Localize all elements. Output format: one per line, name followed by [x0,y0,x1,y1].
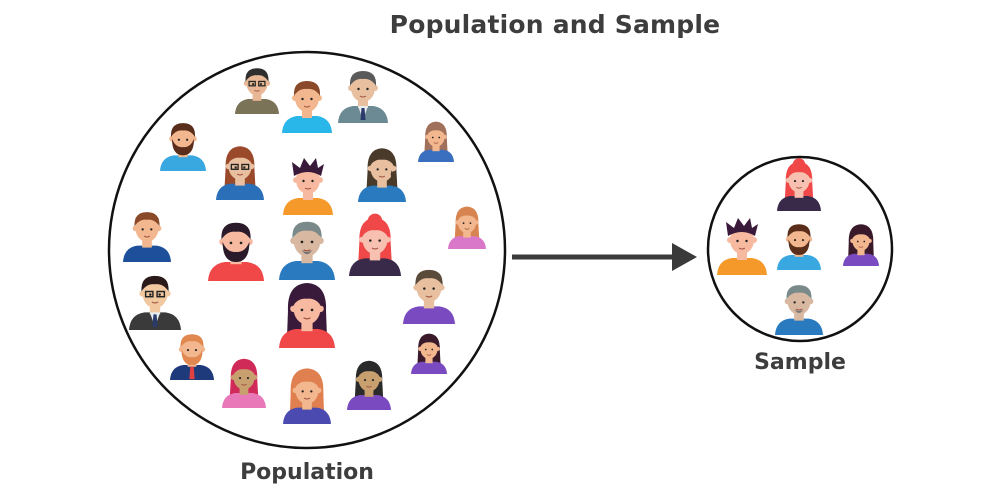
person-avatar-icon [170,334,214,380]
person-avatar-icon [843,224,879,266]
person-avatar-icon [358,148,406,202]
person-avatar-icon [411,333,447,374]
person-avatar-icon [775,285,823,335]
person-avatar-icon [216,146,264,200]
person-avatar-icon [123,212,171,262]
person-avatar-icon [279,221,335,280]
person-avatar-icon [448,206,486,249]
person-avatar-icon [418,121,454,162]
person-avatar-icon [129,275,181,330]
arrow-icon [512,243,697,271]
person-avatar-icon [777,224,821,270]
person-avatar-icon [338,71,388,123]
population-label: Population [240,460,374,485]
person-avatar-icon [717,218,767,275]
person-avatar-icon [283,158,333,215]
person-avatar-icon [208,222,264,281]
population-circle [107,50,507,450]
person-avatar-icon [403,269,455,324]
person-avatar-icon [347,360,391,410]
person-avatar-icon [283,368,331,424]
diagram-title: Population and Sample [389,10,721,39]
person-avatar-icon [279,283,335,348]
population-people [123,68,486,424]
person-avatar-icon [349,213,401,276]
person-avatar-icon [160,123,206,171]
sample-people [717,158,879,335]
person-avatar-icon [222,358,266,408]
person-avatar-icon [777,158,821,211]
person-avatar-icon [282,81,332,133]
sample-label: Sample [754,350,846,375]
person-avatar-icon [235,68,279,114]
sample-circle [706,155,894,343]
